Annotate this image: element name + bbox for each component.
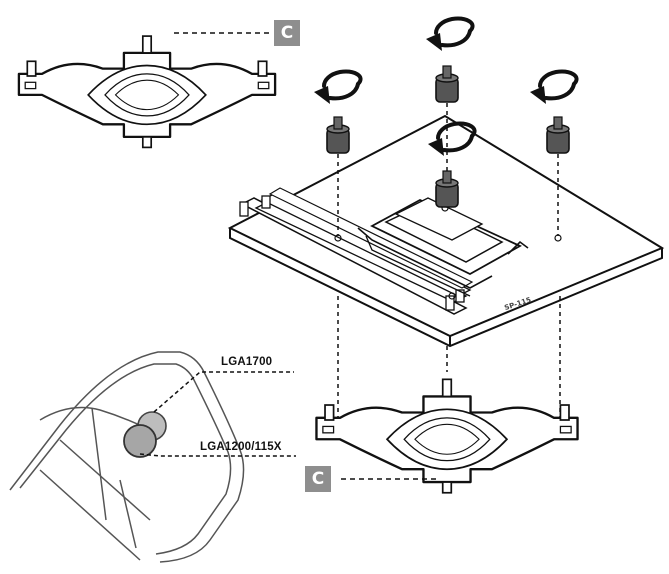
cpu-socket bbox=[357, 197, 529, 297]
backplate-bracket-icon bbox=[17, 34, 277, 149]
label-leader bbox=[139, 453, 296, 457]
backplate-bracket-icon bbox=[315, 378, 579, 494]
callout-badge: C bbox=[274, 20, 300, 46]
lga1200-label: LGA1200/115X bbox=[200, 441, 282, 453]
alignment-guides bbox=[337, 103, 561, 420]
socket-position-marker bbox=[123, 424, 157, 458]
lga1700-label: LGA1700 bbox=[221, 356, 273, 368]
standoff-icon bbox=[326, 116, 350, 154]
counter-clockwise-arrow-icon bbox=[528, 69, 579, 106]
counter-clockwise-arrow-icon bbox=[312, 69, 363, 106]
callout-badge: C bbox=[305, 466, 331, 492]
counter-clockwise-arrow-icon bbox=[424, 16, 475, 53]
backplate-closeup bbox=[9, 351, 245, 563]
standoff-icon bbox=[546, 116, 570, 154]
motherboard bbox=[227, 114, 665, 348]
label-leader bbox=[153, 371, 294, 413]
standoff-icon bbox=[435, 65, 459, 103]
memory-slots bbox=[239, 187, 474, 315]
